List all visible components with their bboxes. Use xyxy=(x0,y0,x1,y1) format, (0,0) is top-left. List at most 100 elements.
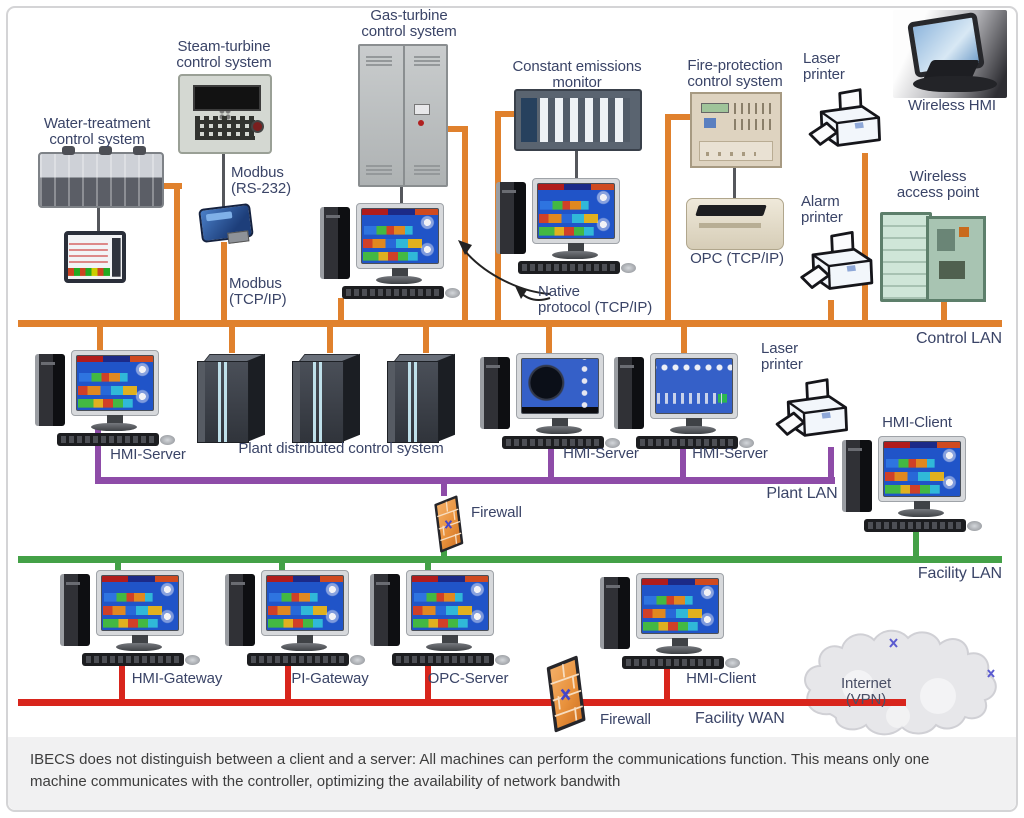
monitor-stand xyxy=(686,418,702,427)
native-protocol-arrows xyxy=(458,240,551,301)
plc-knob xyxy=(61,146,75,155)
internet-cloud xyxy=(804,629,997,736)
cabinet-display xyxy=(414,104,430,115)
monitor-stand xyxy=(392,268,408,277)
branch xyxy=(119,655,125,699)
branch xyxy=(285,655,291,699)
cabinet-vent xyxy=(414,163,440,175)
keyboard xyxy=(622,656,724,669)
branch xyxy=(97,327,103,353)
pc-tower xyxy=(320,207,350,279)
enclosure-body xyxy=(926,216,986,302)
firewall-plant-label: Firewall xyxy=(471,504,522,521)
monitor xyxy=(636,573,724,639)
wireless-access-point-label: Wireless access point xyxy=(896,168,980,201)
hmi-server-3-label: HMI-Server xyxy=(692,445,768,462)
hmi-gateway-workstation xyxy=(58,570,200,670)
plant-lan-label: Plant LAN xyxy=(766,485,838,502)
hmi-screen xyxy=(101,575,179,631)
gas-turbine-workstation xyxy=(318,203,460,303)
monitor xyxy=(356,203,444,269)
monitor-base xyxy=(898,509,944,517)
hmi-screen xyxy=(521,358,599,414)
monitor-base xyxy=(536,426,582,434)
hmi-screen xyxy=(76,355,154,411)
panel-lower xyxy=(699,141,773,161)
hmi-screen xyxy=(411,575,489,631)
facility-wan-line xyxy=(18,699,906,706)
gas-turbine-label: Gas-turbine control system xyxy=(361,7,457,40)
opc-tcpip-label: OPC (TCP/IP) xyxy=(690,250,784,267)
branch xyxy=(913,531,919,556)
hmi-server-3-workstation xyxy=(612,353,754,453)
hmi-client-facility-label: HMI-Client xyxy=(882,414,952,431)
hmi-client-wan-label: HMI-Client xyxy=(686,670,756,687)
branch xyxy=(440,126,468,132)
cabinet-vent xyxy=(366,163,392,175)
cable xyxy=(733,168,736,199)
keyboard xyxy=(247,653,349,666)
firewall-plant-icon xyxy=(429,492,467,556)
dcs-cabinet xyxy=(387,351,457,443)
monitor-base xyxy=(656,646,702,654)
branch xyxy=(338,298,344,320)
firewall-wan-icon xyxy=(534,652,596,736)
branch xyxy=(174,183,180,320)
panel-display xyxy=(193,85,261,111)
keyboard xyxy=(502,436,604,449)
pc-tower xyxy=(60,574,90,646)
cabinet-vent xyxy=(414,54,440,66)
monitor-base xyxy=(116,643,162,651)
fire-protection-label: Fire-protection control system xyxy=(687,57,783,90)
keyboard xyxy=(82,653,184,666)
monitor-stand xyxy=(132,635,148,644)
hmi-screen xyxy=(883,441,961,497)
pc-tower xyxy=(35,354,65,426)
opc-server-workstation xyxy=(368,570,510,670)
plant-lan-line xyxy=(95,477,835,484)
native-protocol-label: Native protocol (TCP/IP) xyxy=(538,283,653,316)
monitor-stand xyxy=(442,635,458,644)
pc-tower xyxy=(842,440,872,512)
water-treatment-hmi-panel xyxy=(64,231,126,283)
hmi-screen xyxy=(655,358,733,414)
panel-knob xyxy=(251,120,264,133)
branch xyxy=(664,660,670,699)
monitor xyxy=(71,350,159,416)
hmi-server-1-workstation xyxy=(33,350,175,450)
monitor-base xyxy=(670,426,716,434)
monitor-stand xyxy=(107,415,123,424)
alarm-printer xyxy=(798,228,884,306)
caption-strip xyxy=(8,737,1016,810)
monitor xyxy=(878,436,966,502)
firewall-wan-label: Firewall xyxy=(600,711,651,728)
monitor-base xyxy=(376,276,422,284)
monitor xyxy=(406,570,494,636)
pc-tower xyxy=(370,574,400,646)
wireless-hmi-device xyxy=(893,10,1007,98)
ap-component xyxy=(959,227,969,237)
monitor-stand xyxy=(297,635,313,644)
water-treatment-plc xyxy=(38,146,164,208)
branch xyxy=(221,242,227,320)
branch xyxy=(546,327,552,357)
dcs-cabinet xyxy=(292,351,362,443)
emissions-monitor-label: Constant emissions monitor xyxy=(512,58,642,91)
emissions-workstation xyxy=(494,178,636,278)
branch xyxy=(665,114,671,320)
mouse xyxy=(605,438,620,448)
gas-turbine-cabinet xyxy=(358,44,448,187)
hmi-screen xyxy=(641,578,719,634)
panel-module xyxy=(704,118,716,128)
monitor-stand xyxy=(568,243,584,252)
facility-lan-label: Facility LAN xyxy=(917,565,1002,582)
branch xyxy=(828,447,834,477)
panel-row xyxy=(734,103,774,114)
branch xyxy=(681,327,687,357)
ap-component xyxy=(939,261,965,279)
branch xyxy=(665,114,693,120)
cabinet-button xyxy=(418,120,424,126)
mouse xyxy=(445,288,460,298)
internet-vpn-label: Internet (VPN) xyxy=(840,675,892,708)
branch xyxy=(462,126,468,320)
